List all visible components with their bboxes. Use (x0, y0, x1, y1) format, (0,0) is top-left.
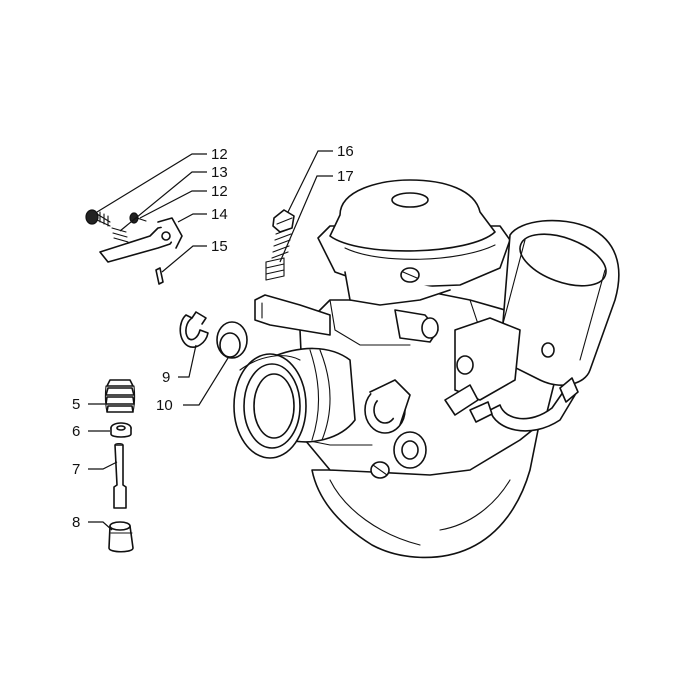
top-cover (317, 179, 511, 306)
callout-5: 5 (72, 396, 80, 413)
callout-13: 13 (211, 164, 228, 181)
callout-6: 6 (72, 423, 80, 440)
spring-17 (265, 257, 285, 281)
callout-9: 9 (162, 369, 170, 386)
idle-screw-16 (271, 209, 295, 259)
lever-14 (99, 217, 183, 263)
leader-lines (88, 150, 333, 531)
spring-13 (111, 227, 129, 243)
callout-15: 15 (211, 238, 228, 255)
callout-7: 7 (72, 461, 80, 478)
callout-12-top: 12 (211, 146, 228, 163)
needle-7 (113, 442, 127, 509)
pin-15 (155, 267, 164, 285)
screw-12 (85, 209, 111, 227)
callout-12-second: 12 (211, 183, 228, 200)
callout-16: 16 (337, 143, 354, 160)
callout-14: 14 (211, 206, 228, 223)
callout-10: 10 (156, 397, 173, 414)
clip-9 (179, 311, 209, 348)
bush-8 (108, 521, 134, 553)
boot-5 (104, 379, 136, 413)
callout-17: 17 (337, 168, 354, 185)
ring-10 (216, 321, 248, 359)
callout-labels: 12 13 12 14 15 16 17 9 10 5 6 7 8 (72, 143, 354, 531)
callout-8: 8 (72, 514, 80, 531)
choke-cylinder (444, 219, 620, 432)
washer-6 (110, 422, 132, 438)
